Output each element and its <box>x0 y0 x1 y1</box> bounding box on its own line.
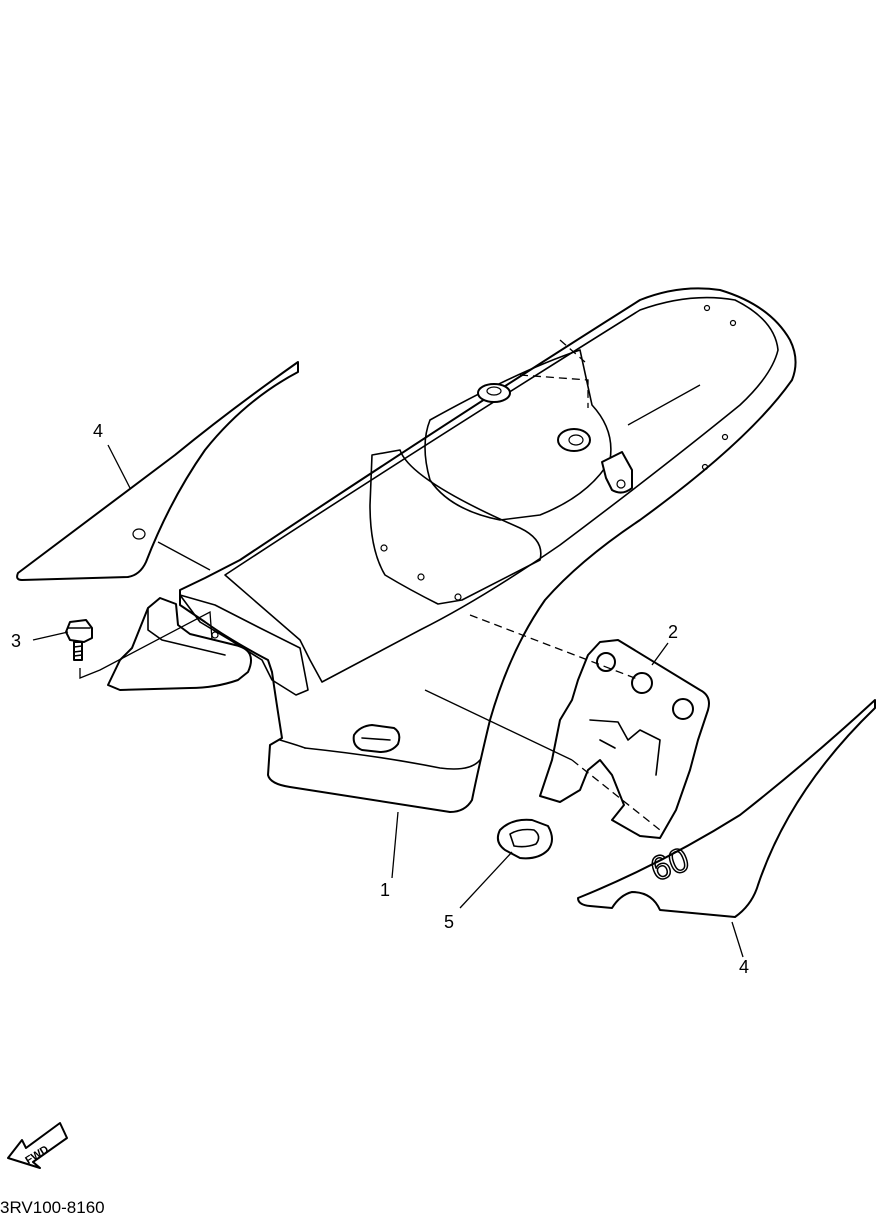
left-side-graphic[interactable] <box>16 361 299 581</box>
assembly-lines <box>79 384 701 831</box>
diagram-code: 3RV100-8160 <box>0 1198 105 1217</box>
callout-4-right: 4 <box>739 957 749 977</box>
callout-leaders <box>32 444 744 958</box>
callout-1: 1 <box>380 880 390 900</box>
fwd-arrow-icon: FWD <box>7 1122 68 1169</box>
grommet[interactable] <box>496 818 553 860</box>
callout-2: 2 <box>668 622 678 642</box>
callout-5: 5 <box>444 912 454 932</box>
bolt[interactable] <box>65 619 93 661</box>
callout-3: 3 <box>11 631 21 651</box>
mud-flap[interactable] <box>539 639 710 839</box>
rear-fender[interactable] <box>107 287 797 813</box>
callout-4-left: 4 <box>93 421 103 441</box>
